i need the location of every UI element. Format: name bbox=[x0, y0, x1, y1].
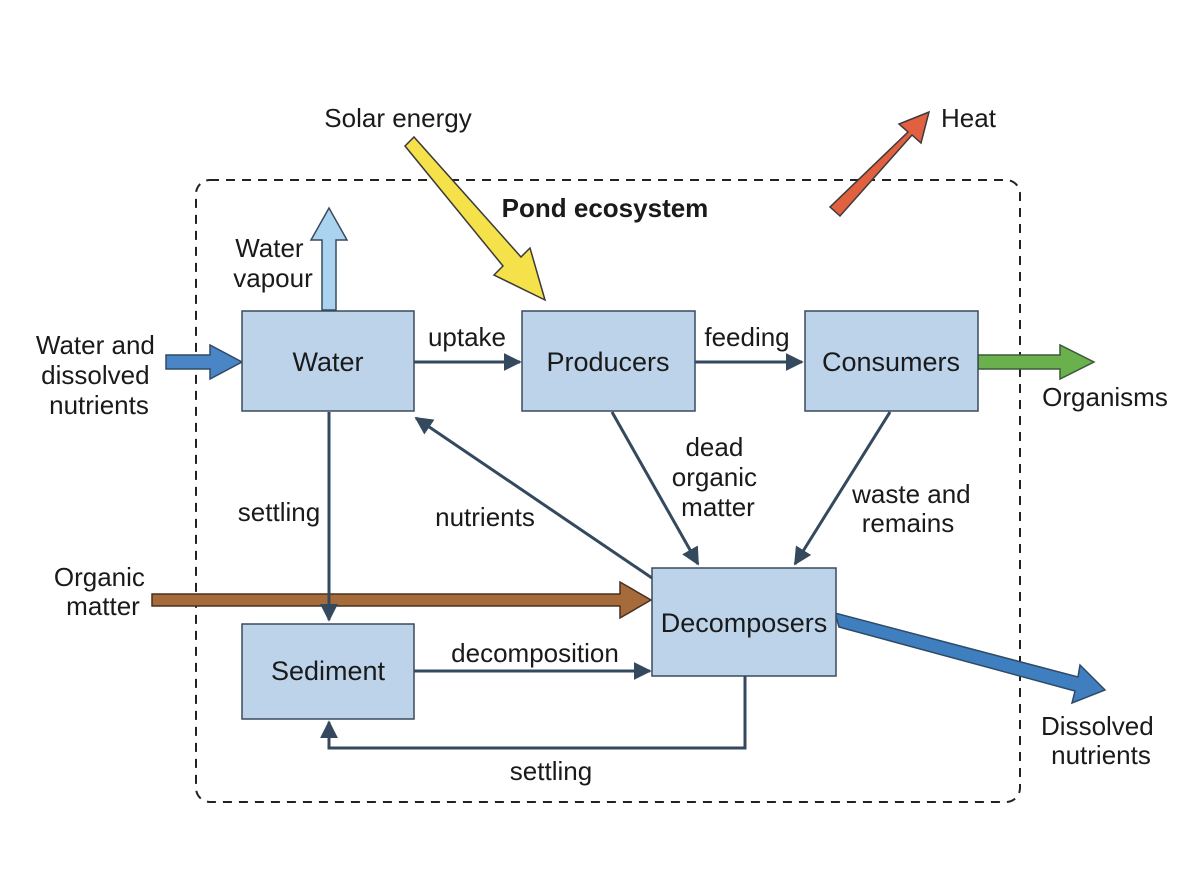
sediment-box: Sediment bbox=[241, 623, 415, 720]
decomposition-label: decomposition bbox=[451, 638, 619, 668]
solar-energy-label: Solar energy bbox=[324, 103, 471, 133]
heat-label: Heat bbox=[941, 103, 997, 133]
waste-and-remains-label: waste and remains bbox=[851, 479, 978, 538]
consumers-box: Consumers bbox=[804, 310, 979, 412]
dissolved-nutrients-output-arrow bbox=[833, 611, 1107, 705]
dissolved-nutrients-label: Dissolved nutrients bbox=[1041, 711, 1161, 770]
organisms-output-arrow bbox=[977, 343, 1096, 381]
organisms-label: Organisms bbox=[1042, 382, 1168, 412]
sediment-box-label: Sediment bbox=[271, 656, 386, 686]
waste-and-remains-label-line: waste and bbox=[851, 479, 971, 509]
organic-matter-label: Organic matter bbox=[54, 562, 152, 621]
organic-matter-label-line: matter bbox=[66, 591, 140, 621]
producers-box-label: Producers bbox=[546, 347, 669, 377]
water-input-arrow bbox=[165, 343, 244, 381]
nutrients-arrow bbox=[414, 416, 653, 580]
dead-organic-matter-label: dead organic matter bbox=[672, 432, 765, 522]
diagram-title: Pond ecosystem bbox=[502, 193, 709, 223]
waste-and-remains-label-line: remains bbox=[862, 508, 954, 538]
ecosystem-boundary bbox=[195, 179, 1021, 803]
water-input-label: Water and dissolved nutrients bbox=[36, 330, 162, 420]
dead-organic-matter-label-line: organic bbox=[672, 462, 757, 492]
consumers-box-label: Consumers bbox=[822, 347, 960, 377]
decomposers-box: Decomposers bbox=[651, 567, 837, 677]
water-box-label: Water bbox=[292, 347, 363, 377]
dead-organic-matter-arrow bbox=[610, 411, 700, 566]
settling-bottom-label: settling bbox=[510, 756, 592, 786]
water-vapour-label-line: Water bbox=[235, 233, 304, 263]
water-vapour-arrow bbox=[309, 206, 349, 311]
water-vapour-label: Water vapour bbox=[233, 233, 313, 293]
dead-organic-matter-label-line: matter bbox=[681, 492, 755, 522]
decomposers-box-label: Decomposers bbox=[661, 608, 828, 638]
organic-matter-label-line: Organic bbox=[54, 562, 145, 592]
dead-organic-matter-label-line: dead bbox=[685, 432, 743, 462]
water-box: Water bbox=[241, 310, 415, 412]
dissolved-nutrients-label-line: nutrients bbox=[1051, 740, 1151, 770]
settling-bottom-arrow bbox=[320, 676, 747, 750]
solar-energy-arrow bbox=[403, 135, 547, 302]
water-vapour-label-line: vapour bbox=[233, 263, 313, 293]
water-input-label-line: nutrients bbox=[49, 390, 149, 420]
producers-box: Producers bbox=[521, 310, 696, 412]
organic-matter-input-arrow bbox=[151, 580, 653, 620]
water-input-label-line: dissolved bbox=[41, 360, 149, 390]
feeding-label: feeding bbox=[704, 322, 789, 352]
dissolved-nutrients-label-line: Dissolved bbox=[1041, 711, 1154, 741]
nutrients-label: nutrients bbox=[435, 502, 535, 532]
heat-arrow bbox=[828, 110, 931, 218]
waste-and-remains-arrow bbox=[793, 411, 892, 566]
settling-water-label: settling bbox=[238, 497, 320, 527]
water-input-label-line: Water and bbox=[36, 330, 155, 360]
uptake-label: uptake bbox=[428, 322, 506, 352]
